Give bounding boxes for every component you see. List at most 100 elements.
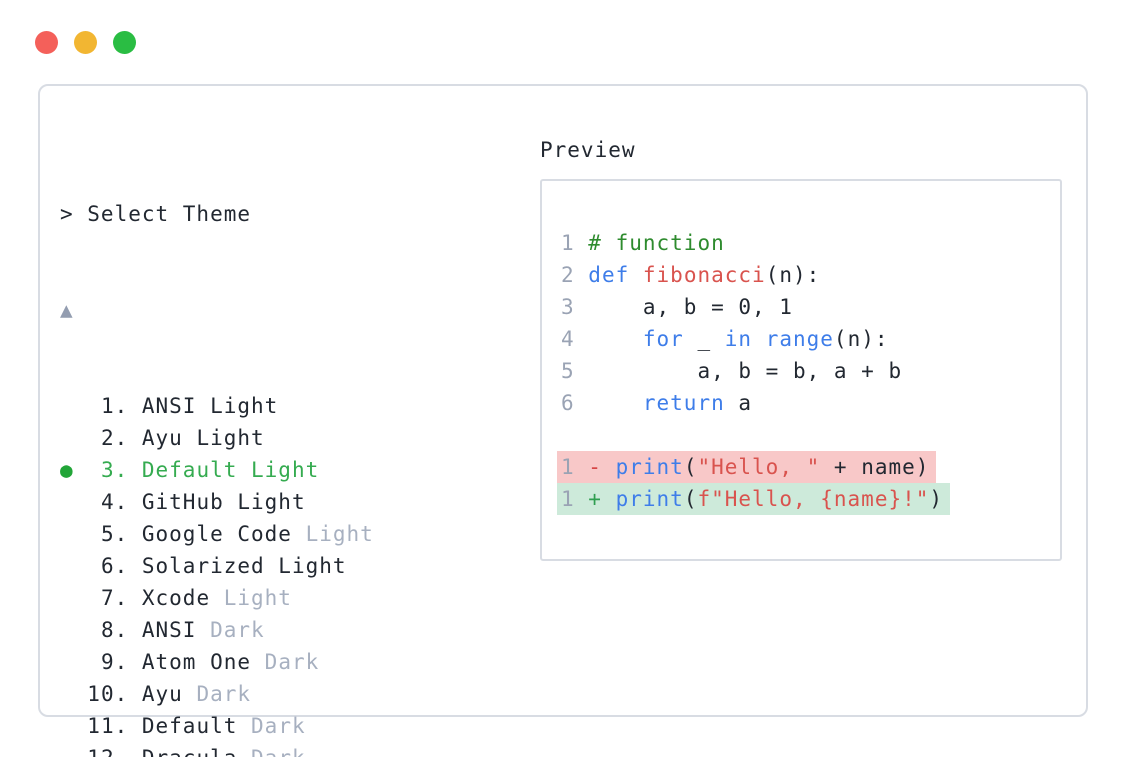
- line-number: 1: [561, 455, 589, 479]
- theme-item-label: Xcode: [141, 586, 211, 610]
- code-token: ): [929, 487, 944, 511]
- code-token: (n):: [765, 263, 821, 287]
- theme-list-item-3[interactable]: ● 3. Default Light: [60, 454, 865, 486]
- bullet-spacer: [60, 522, 87, 546]
- theme-picker-window: > Select Theme ▲ 1. ANSI Light 2. Ayu Li…: [38, 84, 1088, 757]
- theme-item-variant-suffix: Dark: [251, 650, 320, 674]
- theme-item-variant-suffix: Light: [210, 586, 292, 610]
- theme-list-item-11[interactable]: 11. Default Dark: [60, 710, 865, 742]
- bullet-spacer: [60, 394, 87, 418]
- code-token: a, b = b, a + b: [588, 359, 903, 383]
- theme-item-number: 9.: [87, 650, 142, 674]
- theme-list-item-4[interactable]: 4. GitHub Light: [60, 486, 865, 518]
- theme-list-item-8[interactable]: 8. ANSI Dark: [60, 614, 865, 646]
- code-token: return: [642, 391, 725, 415]
- theme-picker-column: > Select Theme ▲ 1. ANSI Light 2. Ayu Li…: [60, 134, 865, 757]
- diff-line-removed: 1 - print("Hello, " + name): [557, 451, 1050, 483]
- diff-plus-sign: +: [588, 487, 616, 511]
- theme-item-variant-suffix: Dark: [237, 746, 305, 757]
- code-token: print: [615, 487, 684, 511]
- bullet-spacer: [60, 586, 87, 610]
- theme-item-number: 5.: [87, 522, 142, 546]
- theme-list-item-10[interactable]: 10. Ayu Dark: [60, 678, 865, 710]
- theme-item-number: 8.: [87, 618, 142, 642]
- line-number: 5: [561, 359, 589, 383]
- code-token: [588, 327, 643, 351]
- theme-item-label: ANSI: [141, 618, 197, 642]
- window-minimize-button[interactable]: [74, 31, 97, 54]
- code-token: + name): [820, 455, 930, 479]
- theme-item-label: Solarized Light: [141, 554, 347, 578]
- theme-item-variant-suffix: Dark: [237, 714, 306, 738]
- bullet-spacer: [60, 490, 87, 514]
- bullet-spacer: [60, 682, 87, 706]
- code-line: 4 for _ in range(n):: [561, 323, 1050, 355]
- theme-item-number: 7.: [87, 586, 142, 610]
- theme-item-label: Dracula: [142, 746, 238, 757]
- theme-list-item-1[interactable]: 1. ANSI Light: [60, 390, 865, 422]
- code-line: 2 def fibonacci(n):: [561, 259, 1050, 291]
- code-token: (n):: [833, 327, 889, 351]
- theme-list-item-9[interactable]: 9. Atom One Dark: [60, 646, 865, 678]
- theme-item-variant-suffix: Dark: [182, 682, 252, 706]
- theme-item-label: Default Light: [141, 458, 320, 482]
- theme-item-label: Google Code: [141, 522, 292, 546]
- bullet-spacer: [60, 650, 87, 674]
- theme-list-item-7[interactable]: 7. Xcode Light: [60, 582, 865, 614]
- theme-item-number: 6.: [87, 554, 142, 578]
- code-token: print: [615, 455, 684, 479]
- theme-item-number: 12.: [87, 746, 142, 757]
- code-token: [588, 391, 643, 415]
- bullet-spacer: [60, 714, 87, 738]
- theme-item-label: Ayu: [141, 682, 183, 706]
- line-number: 6: [561, 391, 589, 415]
- preview-title: Preview: [540, 138, 636, 162]
- diff-highlight-added: 1 + print(f"Hello, {name}!"): [557, 483, 951, 515]
- bullet-spacer: [60, 554, 87, 578]
- code-token: a: [724, 391, 753, 415]
- theme-item-label: ANSI Light: [141, 394, 279, 418]
- diff-minus-sign: -: [588, 455, 616, 479]
- theme-item-number: 10.: [87, 682, 142, 706]
- line-number: 1: [561, 231, 589, 255]
- theme-item-number: 2.: [87, 426, 142, 450]
- window-zoom-button[interactable]: [113, 31, 136, 54]
- line-number: 2: [561, 263, 589, 287]
- theme-item-label: GitHub Light: [141, 490, 306, 514]
- code-token: a, b = 0, 1: [588, 295, 793, 319]
- theme-item-label: Atom One: [141, 650, 252, 674]
- code-token: _: [683, 327, 725, 351]
- diff-highlight-removed: 1 - print("Hello, " + name): [557, 451, 937, 483]
- theme-list-item-2[interactable]: 2. Ayu Light: [60, 422, 865, 454]
- theme-item-number: 1.: [87, 394, 142, 418]
- code-token: (: [683, 487, 698, 511]
- select-theme-prompt: > Select Theme: [60, 202, 252, 226]
- theme-item-variant-suffix: Dark: [196, 618, 265, 642]
- line-number: 4: [561, 327, 589, 351]
- line-number: 3: [561, 295, 589, 319]
- code-token: [752, 327, 766, 351]
- code-token: (: [683, 455, 698, 479]
- theme-item-label: Ayu Light: [141, 426, 265, 450]
- theme-item-variant-suffix: Light: [291, 522, 374, 546]
- theme-item-number: 11.: [87, 714, 142, 738]
- theme-list-item-6[interactable]: 6. Solarized Light: [60, 550, 865, 582]
- code-token: f"Hello, {name}!": [697, 487, 930, 511]
- theme-item-label: Default: [141, 714, 238, 738]
- blank-code-line: [561, 419, 1050, 451]
- theme-list: 1. ANSI Light 2. Ayu Light● 3. Default L…: [60, 390, 865, 757]
- diff-line-added: 1 + print(f"Hello, {name}!"): [557, 483, 1050, 515]
- window-close-button[interactable]: [35, 31, 58, 54]
- code-token: def: [588, 263, 630, 287]
- code-token: fibonacci: [642, 263, 766, 287]
- theme-list-item-12[interactable]: 12. Dracula Dark: [60, 742, 865, 757]
- code-line: 5 a, b = b, a + b: [561, 355, 1050, 387]
- code-token: [629, 263, 643, 287]
- theme-list-item-5[interactable]: 5. Google Code Light: [60, 518, 865, 550]
- code-token: "Hello, ": [697, 455, 821, 479]
- scroll-up-indicator-icon[interactable]: ▲: [60, 298, 74, 322]
- selected-indicator-dot-icon: ●: [60, 458, 88, 482]
